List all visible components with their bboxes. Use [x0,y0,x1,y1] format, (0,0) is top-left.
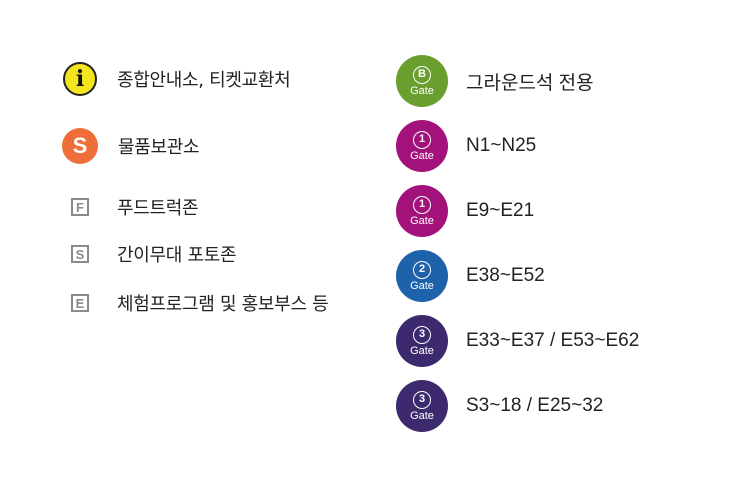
gate-2-icon: 2 Gate [396,250,448,302]
legend-item-experience: E 체험프로그램 및 홍보부스 등 [71,290,329,316]
gate-label: N1~N25 [466,135,537,156]
gate-1-icon: 1 Gate [396,120,448,172]
gate-item-3-e: 3 Gate E33~E37 / E53~E62 [396,315,639,367]
gate-item-2: 2 Gate E38~E52 [396,250,545,302]
gate-b-icon: B Gate [396,55,448,107]
legend-label: 간이무대 포토존 [117,245,237,266]
simple-stage-icon: S [71,245,89,263]
legend-item-storage: S 물품보관소 [62,128,200,164]
legend-item-simple-stage: S 간이무대 포토존 [71,241,237,267]
legend-label: 물품보관소 [118,137,200,158]
gate-item-3-s: 3 Gate S3~18 / E25~32 [396,380,603,432]
gate-label: S3~18 / E25~32 [466,395,604,416]
food-zone-icon: F [71,198,89,216]
gate-label: E33~E37 / E53~E62 [466,330,640,351]
legend-label: 푸드트럭존 [117,198,199,219]
info-icon: i [63,62,97,96]
legend-label: 체험프로그램 및 홍보부스 등 [117,294,329,315]
gate-item-1-n: 1 Gate N1~N25 [396,120,536,172]
gate-label: E9~E21 [466,200,535,221]
gate-3-icon: 3 Gate [396,380,448,432]
legend-item-info: i 종합안내소, 티켓교환처 [63,62,291,96]
gate-item-1-e: 1 Gate E9~E21 [396,185,534,237]
gate-3-icon: 3 Gate [396,315,448,367]
gate-item-b: B Gate 그라운드석 전용 [396,55,594,107]
legend-item-food-zone: F 푸드트럭존 [71,194,199,220]
storage-icon: S [62,128,98,164]
gate-1-icon: 1 Gate [396,185,448,237]
gate-label: E38~E52 [466,265,545,286]
gate-label: 그라운드석 전용 [466,72,594,94]
experience-icon: E [71,294,89,312]
legend-label: 종합안내소, 티켓교환처 [117,70,291,91]
